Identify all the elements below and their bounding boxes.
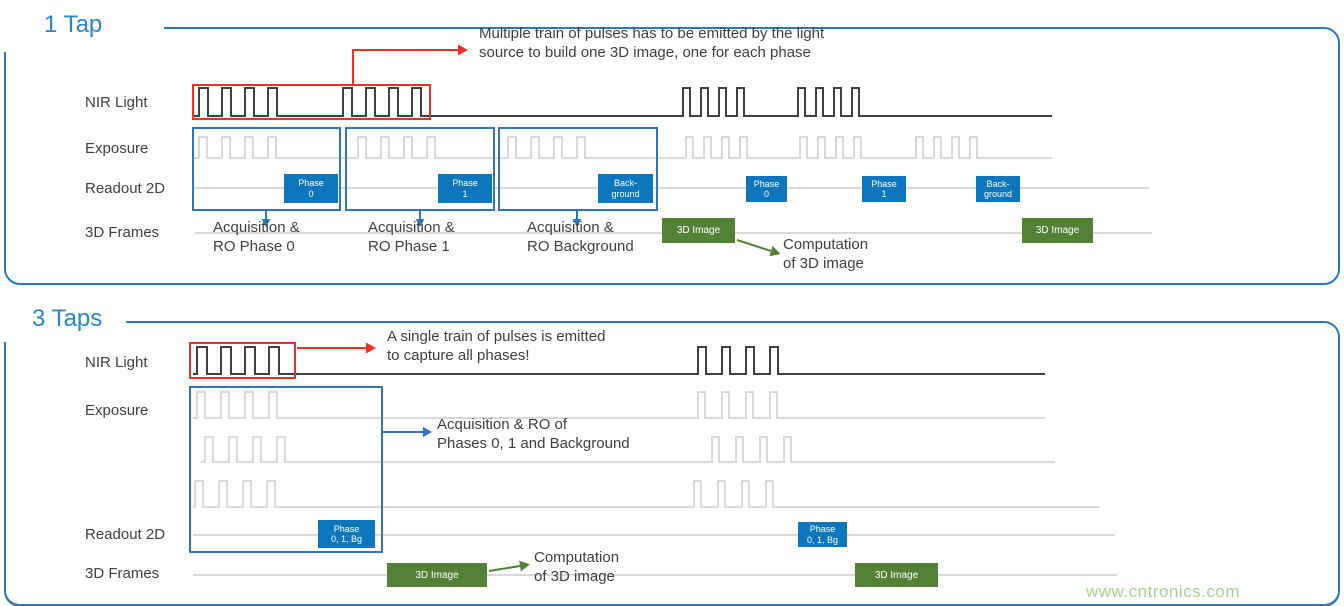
acq-line: Acquisition & RO of <box>437 416 568 433</box>
phase-box-line: 0 <box>308 188 314 199</box>
tap1-phase-box-1-repeat: Phase 1 <box>862 176 906 202</box>
tap1-nir-light-wave <box>193 87 1052 117</box>
tap1-border-mask-left <box>3 24 15 52</box>
tap3-title: 3 Taps <box>30 305 109 333</box>
computation-line: Computation <box>783 236 869 253</box>
green-box-label: 3D Image <box>676 225 721 236</box>
tap3-nir-highlight-box <box>189 342 296 379</box>
acq-line: RO Phase 0 <box>213 237 295 255</box>
tap1-title: 1 Tap <box>42 11 109 39</box>
phase-box-line: 0 <box>763 189 769 199</box>
tap1-acquisition-label-phase1: Acquisition & RO Phase 1 <box>368 219 455 256</box>
computation-line: Computation <box>534 549 620 566</box>
tap3-exposure-wave-3 <box>193 480 1100 508</box>
green-box-label: 3D Image <box>874 569 919 581</box>
tap3-3d-image-box-1: 3D Image <box>387 563 487 587</box>
phase-box-line: Phase <box>753 178 780 189</box>
acq-line: Acquisition & <box>213 219 300 236</box>
tap1-computation-label: Computation of 3D image <box>783 236 868 273</box>
tap3-exposure-wave-2 <box>201 436 1055 463</box>
tap3-row-label-readout-2d: Readout 2D <box>85 526 166 543</box>
phase-box-line: Phase <box>809 524 836 534</box>
tap3-acquisition-arrow-head <box>423 427 432 437</box>
tap3-acquisition-label: Acquisition & RO of Phases 0, 1 and Back… <box>437 416 630 453</box>
watermark-text: www.cntronics.com <box>1086 582 1240 601</box>
tap3-nir-light-wave <box>193 346 1045 375</box>
tap1-acq-arrow-2-head <box>415 219 425 227</box>
tap1-phase-box-1: Phase 1 <box>438 174 492 203</box>
phase-box-line: 1 <box>462 188 468 199</box>
tap1-acquisition-label-background: Acquisition & RO Background <box>527 219 634 256</box>
tap1-annotation-line1: Multiple train of pulses has to be emitt… <box>479 25 825 42</box>
tap1-computation-arrow <box>736 239 772 252</box>
tap1-annotation-arrow <box>352 49 458 85</box>
tap3-annotation-arrow-head <box>366 342 376 354</box>
tap3-phase-box-1: Phase 0, 1, Bg <box>318 520 375 548</box>
tap1-row-label-readout-2d: Readout 2D <box>85 180 166 197</box>
phase-box-line: Phase <box>452 178 478 188</box>
tap1-computation-arrow-head <box>769 245 781 257</box>
tap3-annotation-text: A single train of pulses is emitted to c… <box>387 328 605 365</box>
tap3-row-label-exposure: Exposure <box>85 402 149 419</box>
tap1-row-label-exposure: Exposure <box>85 140 149 157</box>
tap1-row-label-3d-frames: 3D Frames <box>85 224 160 241</box>
tap1-acquisition-label-phase0: Acquisition & RO Phase 0 <box>213 219 300 256</box>
tap1-row-label-nir-light: NIR Light <box>85 94 148 111</box>
phase-box-line: 1 <box>881 189 887 199</box>
phase-box-line: ground <box>983 189 1013 199</box>
tap1-acq-arrow-1-head <box>261 219 271 227</box>
tap3-computation-arrow-head <box>519 560 530 572</box>
phase-box-line: 0, 1, Bg <box>330 534 363 544</box>
tap1-phase-box-0: Phase 0 <box>284 174 338 203</box>
tap1-phase0-group-box <box>192 127 341 211</box>
tap1-phase-box-0-repeat: Phase 0 <box>746 176 787 202</box>
tap3-annotation-line1: A single train of pulses is emitted <box>387 328 606 345</box>
acq-line: RO Phase 1 <box>368 237 450 255</box>
tap3-border-mask-left <box>3 318 15 342</box>
tap3-phase-box-2: Phase 0, 1, Bg <box>798 522 847 547</box>
acq-line: RO Background <box>527 237 634 255</box>
phase-box-line: Phase <box>298 178 324 188</box>
tap1-background-group-box <box>498 127 658 211</box>
phase-box-line: Phase <box>333 523 360 534</box>
phase-box-line: Phase <box>871 178 897 189</box>
tap1-phase-box-background-repeat: Back- ground <box>976 176 1020 202</box>
phase-box-line: 0, 1, Bg <box>806 534 839 545</box>
acq-line: Acquisition & <box>527 219 614 236</box>
tap3-row-label-3d-frames: 3D Frames <box>85 565 160 582</box>
tap1-acq-arrow-3-head <box>572 219 582 227</box>
green-box-label: 3D Image <box>1035 225 1080 236</box>
tap1-nir-highlight-box <box>192 84 431 120</box>
acq-line: Acquisition & <box>368 219 455 236</box>
acq-line: Phases 0, 1 and Background <box>437 434 630 452</box>
computation-line: of 3D image <box>783 254 864 272</box>
phase-box-line: Back- <box>986 178 1010 189</box>
tap3-3d-image-box-2: 3D Image <box>855 563 938 587</box>
tap3-panel <box>4 321 1340 606</box>
tap1-3d-image-box-1: 3D Image <box>662 218 735 243</box>
computation-line: of 3D image <box>534 567 615 585</box>
tap3-row-label-nir-light: NIR Light <box>85 354 148 371</box>
tap3-acquisition-group-box <box>189 386 383 553</box>
tap1-exposure-wave <box>193 136 1052 159</box>
tap1-annotation-arrow-head <box>458 44 468 56</box>
tap1-panel <box>4 27 1340 285</box>
green-box-label: 3D Image <box>415 569 459 581</box>
tap1-3d-image-box-2: 3D Image <box>1022 218 1093 243</box>
tap3-computation-arrow <box>488 565 521 572</box>
phase-box-line: Back- <box>613 178 637 188</box>
tap1-phase1-group-box <box>345 127 495 211</box>
tap1-phase-box-background: Back- ground <box>598 174 653 203</box>
tap3-annotation-line2: to capture all phases! <box>387 346 530 364</box>
tap1-annotation-line2: source to build one 3D image, one for ea… <box>479 43 811 61</box>
tap1-annotation-text: Multiple train of pulses has to be emitt… <box>479 25 824 62</box>
tap3-computation-label: Computation of 3D image <box>534 549 619 586</box>
tap3-exposure-wave-1 <box>193 391 1045 419</box>
phase-box-line: ground <box>611 188 640 199</box>
